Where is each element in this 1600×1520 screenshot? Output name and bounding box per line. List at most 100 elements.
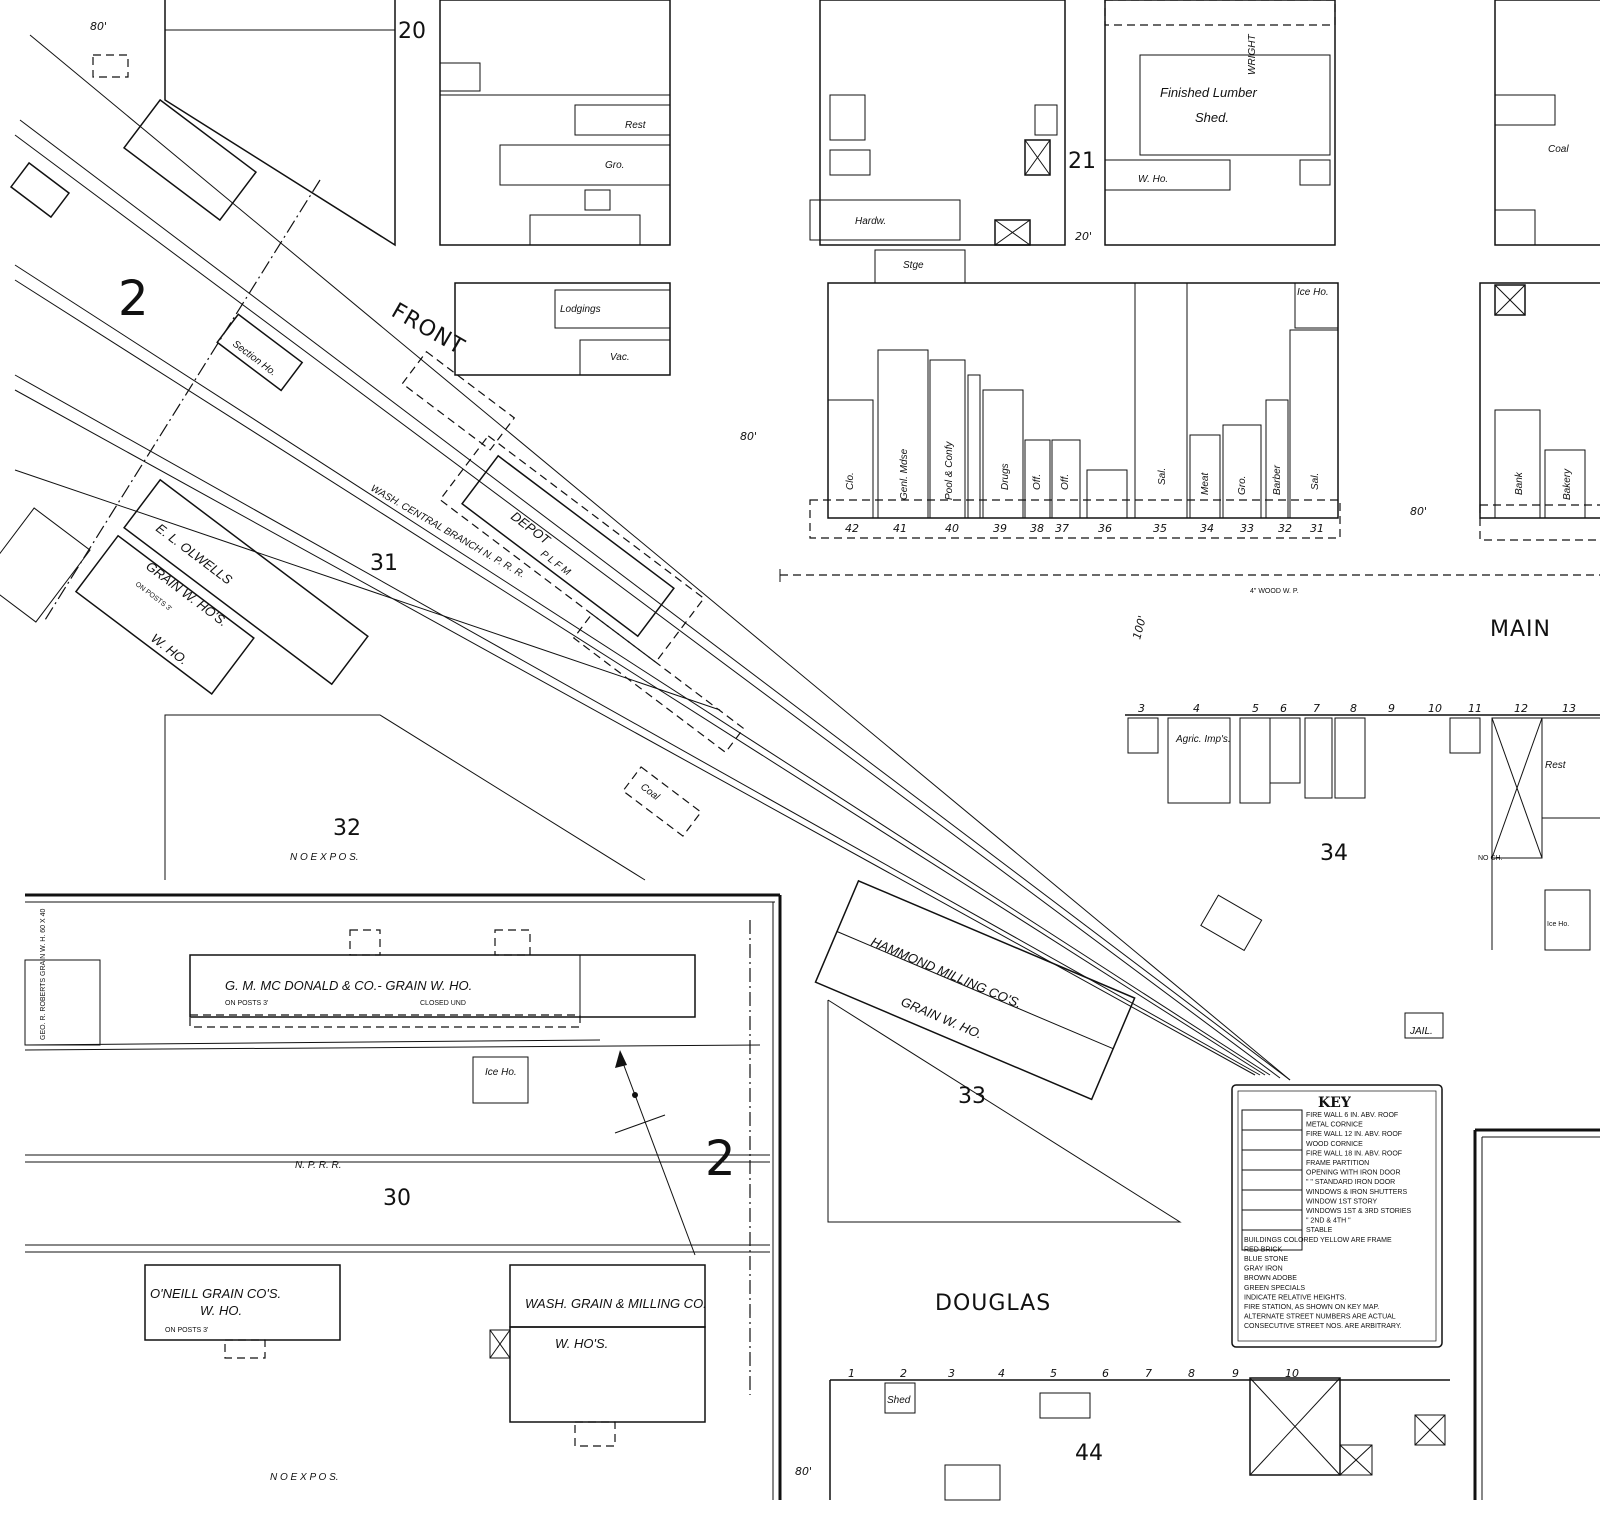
small-wh-block-34 [1200,894,1263,952]
street-number: 36 [1098,522,1112,535]
mcdonald-posts: ON POSTS 3' [225,1000,268,1007]
street-number: 41 [893,522,907,535]
street-number: 11 [1468,702,1482,715]
ice-house-label-21: Ice Ho. [1297,287,1329,298]
storage-label: Stge [903,260,924,271]
grocery-label-33: Gro. [1237,476,1248,495]
block-33-outline [827,999,1182,1223]
block-number-44: 44 [1075,1441,1103,1466]
coal-shed [622,766,702,837]
no-expos-label-2: N O E X P O S. [270,1472,339,1483]
block-20 [0,0,396,623]
block-number-20: 20 [398,19,426,44]
coal-shed-label: Coal [638,782,662,804]
bank-label: Bank [1514,471,1525,495]
hammond-label-2: GRAIN W. HO. [899,994,985,1042]
street-number: 2 [900,1367,907,1380]
street-number: 34 [1200,522,1214,535]
key-line: RED BRICK [1244,1246,1282,1253]
dimension-20: 20' [1075,230,1092,243]
oneill-posts: ON POSTS 3' [165,1327,208,1334]
coal-label-right: Coal [1548,144,1569,155]
block-32-outline [164,714,646,881]
street-number: 31 [1310,522,1324,535]
street-number: 37 [1055,522,1069,535]
key-line: WINDOW 1ST STORY [1306,1198,1378,1205]
key-line: FIRE WALL 18 IN. ABV. ROOF [1306,1150,1402,1157]
jail-label: JAIL. [1409,1026,1433,1037]
key-line: FIRE STATION, AS SHOWN ON KEY MAP. [1244,1304,1379,1311]
key-line: BLUE STONE [1244,1256,1289,1263]
street-main: MAIN [1490,617,1551,642]
dimension-80-top: 80' [90,20,107,33]
agric-imps-label: Agric. Imp's. [1175,734,1231,745]
block-number-31: 31 [370,551,398,576]
key-line: " " STANDARD IRON DOOR [1306,1179,1395,1186]
key-title: KEY [1318,1095,1352,1111]
hammond-warehouse [814,879,1136,1101]
street-douglas: DOUGLAS [935,1291,1051,1316]
sheet-number-bottom: 2 [705,1131,736,1187]
block-30 [24,893,782,1500]
hammond-label-1: HAMMOND MILLING CO'S. [869,934,1024,1011]
clothing-label: Clo. [845,472,856,490]
railroad-npr-label: N. P. R. R. [295,1160,342,1171]
bakery-label: Bakery [1562,468,1573,500]
key-line: GRAY IRON [1244,1266,1283,1273]
sheet-number-top: 2 [118,271,149,327]
street-number: 7 [1313,702,1320,715]
general-mdse-label: Genl. Mdse [899,448,910,500]
office-label-37: Off. [1060,474,1071,490]
warehouse-label-21: W. Ho. [1138,174,1168,185]
key-line: CONSECUTIVE STREET NOS. ARE ARBITRARY. [1244,1323,1402,1330]
street-number: 7 [1145,1367,1152,1380]
saloon-label-35: Sal. [1157,468,1168,485]
meat-label: Meat [1200,472,1211,495]
street-number: 39 [993,522,1007,535]
street-number: 33 [1240,522,1254,535]
depot-building [401,350,745,754]
rest-label-right: Rest [1545,760,1567,771]
key-line: BROWN ADOBE [1244,1275,1297,1282]
mcdonald-closed: CLOSED UND [420,1000,466,1007]
section-line-ab [44,179,321,621]
key-line: WOOD CORNICE [1306,1141,1363,1148]
oneill-label-1: O'NEILL GRAIN CO'S. [150,1286,281,1301]
dimension-80-right: 80' [1410,505,1427,518]
wood-water-pipe-label: 4" WOOD W. P. [1250,588,1299,595]
key-line: FRAME PARTITION [1306,1160,1369,1167]
right-upper-blocks [1479,0,1600,541]
dimension-100: 100' [1130,614,1149,641]
right-lower-border [1473,1128,1600,1500]
block-number-21: 21 [1068,149,1096,174]
block-21 [809,0,1336,246]
street-number: 6 [1102,1367,1109,1380]
block-44 [829,1377,1450,1501]
block-number-33: 33 [958,1084,986,1109]
street-number: 38 [1030,522,1044,535]
street-number: 1 [848,1367,855,1380]
pool-confy-label: Pool & Confy [944,441,955,500]
main-north-row [809,249,1341,539]
key-line: ALTERNATE STREET NUMBERS ARE ACTUAL [1244,1314,1396,1321]
ice-house-label-right: Ice Ho. [1547,921,1569,928]
street-number: 4 [998,1367,1005,1380]
street-number: 3 [948,1367,955,1380]
key-line: FIRE WALL 6 IN. ABV. ROOF [1306,1112,1398,1119]
finished-lumber-label-2: Shed. [1195,110,1229,125]
rest-label: Rest [625,120,647,131]
key-line: GREEN SPECIALS [1244,1285,1305,1292]
key-line: OPENING WITH IRON DOOR [1306,1170,1401,1177]
street-number: 42 [845,522,859,535]
street-number: 40 [945,522,959,535]
drugs-label: Drugs [1000,463,1011,490]
saloon-label-31: Sal. [1310,473,1321,490]
grocery-label: Gro. [605,160,624,171]
shed-label: Shed [887,1395,911,1406]
street-number: 4 [1193,702,1200,715]
oneill-label-2: W. HO. [200,1303,242,1318]
